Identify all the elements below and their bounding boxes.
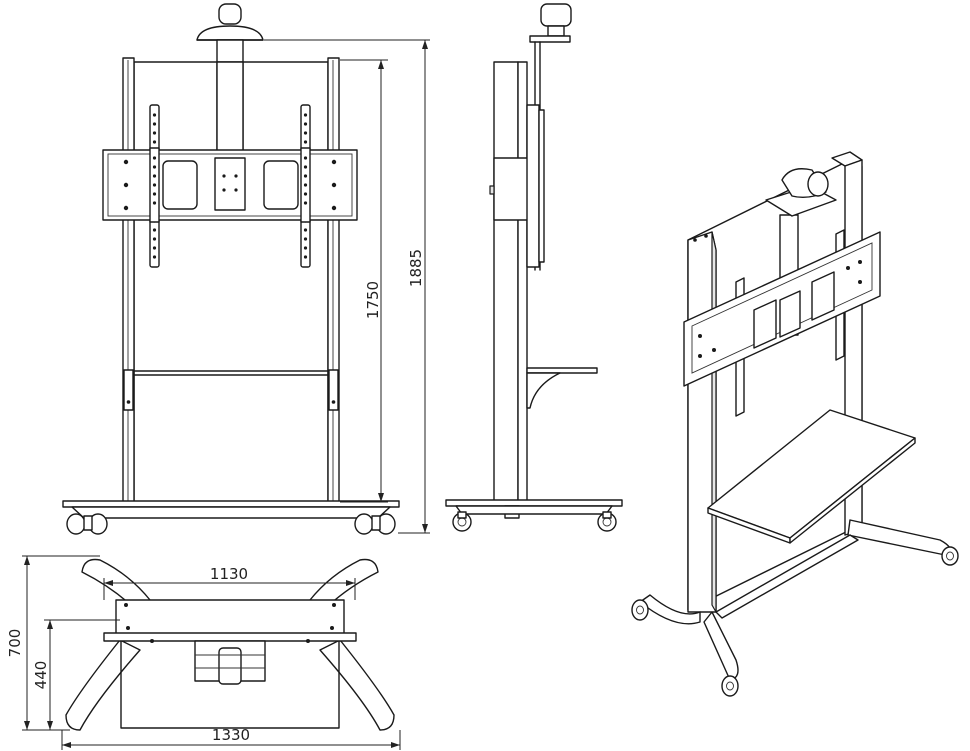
side-base	[445, 499, 623, 519]
front-mounting-bracket	[102, 147, 358, 223]
depth-440-label: 440	[32, 661, 50, 690]
side-camera	[529, 3, 572, 43]
height-1885-dimension	[264, 39, 430, 534]
height-1885-label: 1885	[407, 249, 425, 287]
height-1750-label: 1750	[364, 281, 382, 319]
height-1750-dimension	[340, 59, 388, 503]
front-crossbar	[123, 369, 339, 411]
top-camera-mount	[194, 640, 266, 685]
top-leg-back-left	[65, 639, 141, 731]
depth-700-label: 700	[6, 629, 24, 658]
front-caster-right	[354, 513, 396, 535]
front-right-column	[327, 57, 340, 505]
top-view: 1130 1330 700 440	[6, 555, 401, 750]
depth-440-dimension	[44, 619, 120, 730]
width-1330-dimension	[61, 730, 401, 750]
top-column-plate	[103, 599, 357, 643]
side-caster-left	[452, 511, 472, 532]
side-caster-right	[597, 511, 617, 532]
side-view	[445, 3, 623, 532]
front-camera	[196, 3, 264, 41]
front-base	[62, 500, 400, 519]
depth-700-dimension	[22, 555, 100, 731]
iso-caster-right	[941, 546, 959, 566]
side-column	[493, 61, 528, 503]
iso-caster-left	[631, 599, 649, 621]
iso-left-column	[687, 231, 717, 613]
iso-caster-front	[721, 675, 739, 697]
front-left-column	[122, 57, 135, 505]
width-1130-label: 1130	[210, 565, 248, 583]
side-shelf	[526, 367, 598, 409]
side-mount-bracket	[489, 104, 545, 268]
width-1330-label: 1330	[212, 726, 250, 744]
top-leg-back-right	[319, 639, 395, 731]
iso-mounting-bracket	[683, 231, 881, 387]
front-caster-left	[66, 513, 108, 535]
front-view: 1750 1885	[62, 3, 430, 535]
iso-shelf	[707, 409, 916, 544]
isometric-view	[631, 151, 959, 697]
width-1130-dimension	[103, 578, 356, 600]
